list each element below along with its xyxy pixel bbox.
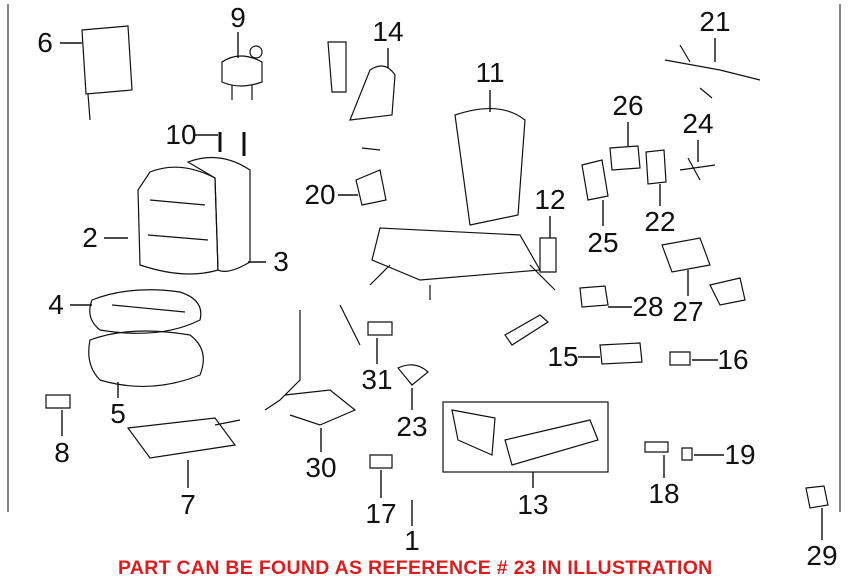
callout-22: 22 [644, 206, 676, 237]
callout-18: 18 [648, 478, 680, 509]
diagram-frame [7, 4, 841, 512]
part-7-heater [126, 417, 241, 459]
part-5-cushion-pad [88, 330, 204, 388]
part-16-cap [669, 351, 691, 366]
callout-26: 26 [612, 90, 644, 121]
callout-9: 9 [230, 2, 246, 33]
callout-20: 20 [304, 179, 336, 210]
part-14-cover [327, 41, 396, 121]
part-9-headrest [221, 55, 263, 100]
part-6-heater [81, 25, 133, 121]
callout-23: 23 [396, 411, 428, 442]
callout-15: 15 [547, 341, 579, 372]
callout-16: 16 [717, 344, 749, 375]
part-2-seatback-cover [137, 166, 219, 275]
part-19-knob [681, 447, 693, 461]
callout-25: 25 [587, 227, 619, 258]
part-12-pad [539, 237, 557, 273]
callout-4: 4 [48, 289, 64, 320]
reference-note: PART CAN BE FOUND AS REFERENCE # 23 IN I… [118, 557, 713, 579]
callout-12: 12 [534, 184, 566, 215]
part-31-switch [367, 321, 393, 336]
part-misc-rail [504, 314, 549, 346]
part-8-clip [45, 394, 71, 409]
callout-24: 24 [682, 108, 714, 139]
part-18-knob [644, 441, 669, 453]
part-17-switch [369, 454, 393, 469]
callout-13: 13 [517, 489, 549, 520]
part-11-seat-frame [369, 107, 556, 300]
part-30-harness [264, 304, 361, 426]
callout-31: 31 [361, 364, 393, 395]
part-15-cover [599, 342, 643, 365]
part-13-box [442, 401, 609, 473]
callout-11: 11 [475, 57, 505, 88]
callout-7: 7 [180, 489, 196, 520]
callout-8: 8 [54, 437, 70, 468]
part-9-cap [249, 45, 263, 59]
callout-5: 5 [110, 398, 126, 429]
part-23-cover [397, 364, 429, 386]
callout-28: 28 [632, 291, 664, 322]
callout-17: 17 [365, 498, 397, 529]
part-20-cover [355, 147, 387, 206]
callout-1: 1 [404, 525, 420, 556]
leader-lines [60, 32, 823, 540]
callout-21: 21 [699, 6, 731, 37]
part-29-bracket [805, 485, 829, 509]
part-10-guides [218, 132, 246, 156]
part-13-shield [451, 409, 599, 466]
part-22-knob [645, 149, 667, 185]
callout-10: 10 [165, 119, 197, 150]
callout-14: 14 [372, 16, 404, 47]
callout-6: 6 [37, 27, 53, 58]
part-25-cover [581, 159, 609, 201]
callout-29: 29 [806, 540, 838, 571]
callout-30: 30 [305, 452, 337, 483]
callout-2: 2 [82, 222, 98, 253]
part-4-cushion-cover [89, 289, 202, 334]
callout-27: 27 [672, 296, 704, 327]
part-26-knob [609, 145, 641, 171]
part-24-bolt [679, 157, 716, 181]
callout-19: 19 [724, 439, 756, 470]
part-28-cover [579, 285, 609, 308]
callout-3: 3 [273, 246, 289, 277]
part-3-back-board [186, 156, 251, 272]
part-21-harness [664, 44, 761, 99]
part-27-cover [661, 237, 746, 306]
